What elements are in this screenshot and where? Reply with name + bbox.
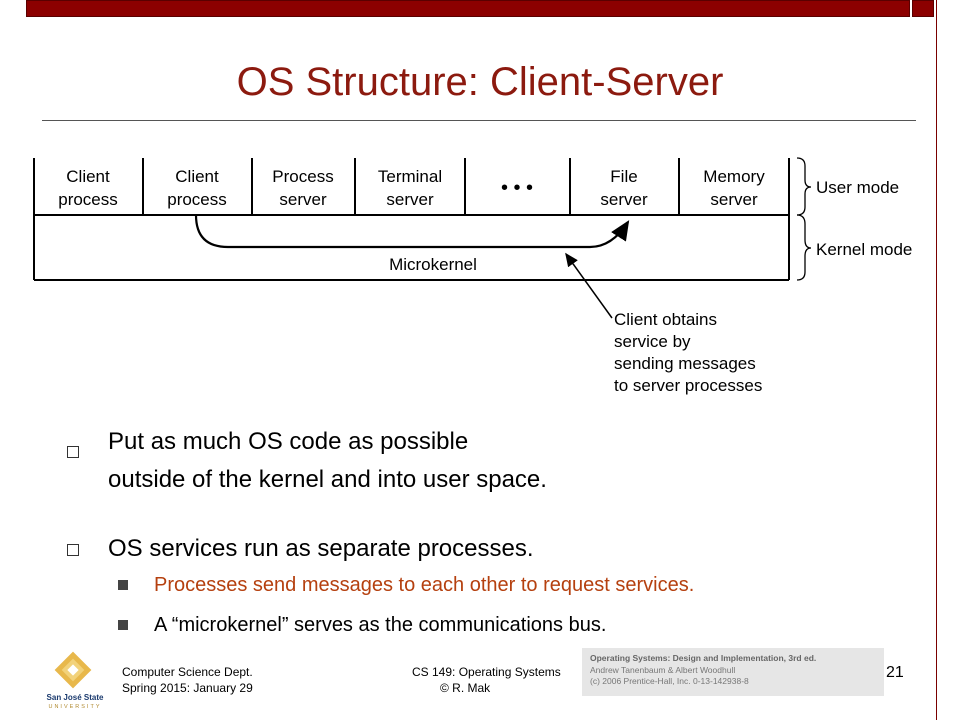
box-6-line2: server xyxy=(600,190,648,209)
microkernel-label: Microkernel xyxy=(389,255,477,274)
right-margin-bar xyxy=(936,0,960,720)
box-6-line1: File xyxy=(610,167,637,186)
bullet-2: OS services run as separate processes. xyxy=(108,535,534,562)
subbullet-2: A “microkernel” serves as the communicat… xyxy=(154,614,607,636)
top-accent-bar xyxy=(26,0,910,17)
box-3-line2: server xyxy=(279,190,327,209)
callout-line-4: to server processes xyxy=(614,376,762,395)
message-path-arrow xyxy=(194,214,630,249)
box-1-line1: Client xyxy=(66,167,110,186)
bullet-1-line2: outside of the kernel and into user spac… xyxy=(108,466,547,493)
footer-dept: Computer Science Dept. xyxy=(122,665,253,679)
footer-course: CS 149: Operating Systems xyxy=(412,665,561,679)
user-mode-brace xyxy=(796,157,812,216)
slide-title: OS Structure: Client-Server xyxy=(236,60,724,104)
box-1-line2: process xyxy=(58,190,118,209)
credit-title: Operating Systems: Design and Implementa… xyxy=(590,653,817,663)
box-3-line1: Process xyxy=(272,167,333,186)
logo-text-2: UNIVERSITY xyxy=(48,704,101,710)
footer-term: Spring 2015: January 29 xyxy=(122,681,253,695)
textbook-credit: Operating Systems: Design and Implementa… xyxy=(582,648,884,696)
kernel-mode-brace xyxy=(796,214,812,281)
box-7-line2: server xyxy=(710,190,758,209)
credit-authors: Andrew Tanenbaum & Albert Woodhull xyxy=(590,664,736,675)
callout-line-3: sending messages xyxy=(614,354,756,373)
subbullet-marker-1 xyxy=(118,580,128,590)
bullet-1-line1: Put as much OS code as possible xyxy=(108,428,469,455)
footer-author: © R. Mak xyxy=(440,681,491,695)
top-accent-square xyxy=(912,0,934,17)
user-mode-label: User mode xyxy=(816,178,899,197)
page-number: 21 xyxy=(886,664,904,681)
callout-arrow xyxy=(565,252,613,319)
box-4-line1: Terminal xyxy=(378,167,442,186)
bullet-marker-1 xyxy=(67,446,79,458)
credit-copyright: (c) 2006 Prentice-Hall, Inc. 0-13-142938… xyxy=(590,676,749,686)
subbullet-1: Processes send messages to each other to… xyxy=(154,574,695,596)
bullet-marker-2 xyxy=(67,544,79,556)
client-server-diagram: Client process Client process Process se… xyxy=(33,157,912,395)
callout-line-1: Client obtains xyxy=(614,310,717,329)
box-5-ellipsis: • • • xyxy=(501,177,533,199)
box-7-line1: Memory xyxy=(703,167,765,186)
box-4-line2: server xyxy=(386,190,434,209)
sjsu-logo: San José State UNIVERSITY xyxy=(47,651,104,710)
box-2-line2: process xyxy=(167,190,227,209)
title-divider xyxy=(42,120,916,121)
callout-line-2: service by xyxy=(614,332,691,351)
kernel-mode-label: Kernel mode xyxy=(816,240,912,259)
subbullet-marker-2 xyxy=(118,620,128,630)
box-2-line1: Client xyxy=(175,167,219,186)
logo-text-1: San José State xyxy=(47,693,104,702)
